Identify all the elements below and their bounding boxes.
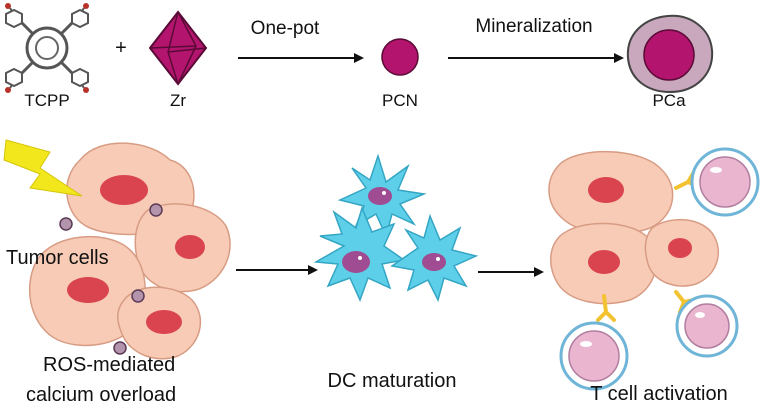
pca-particle-icon: [626, 14, 714, 94]
plus-sign: +: [115, 37, 127, 59]
pca-nanoparticle: [59, 217, 73, 231]
tumor-nucleus: [146, 310, 182, 334]
tumor-nucleus: [100, 175, 148, 205]
one-pot-label: One-pot: [251, 18, 320, 39]
t-cell: [690, 147, 760, 217]
pca-nanoparticle: [113, 341, 127, 355]
zr-label: Zr: [170, 91, 186, 110]
t-cell: [559, 321, 629, 391]
tumor-cells-label: Tumor cells: [6, 247, 109, 269]
pca-label: PCa: [652, 91, 686, 110]
tcpp-molecule-icon: [5, 3, 89, 93]
ros-label-line2: calcium overload: [26, 384, 176, 406]
tcell-activation-label: T cell activation: [590, 383, 727, 405]
pca-nanoparticle: [131, 289, 145, 303]
tcpp-label: TCPP: [24, 91, 69, 110]
lightning-icon: [3, 139, 83, 197]
dc-maturation-label: DC maturation: [328, 370, 457, 392]
tumor-nucleus: [175, 235, 205, 259]
tcell-activation-cluster: [548, 147, 760, 391]
pcn-label: PCN: [382, 91, 418, 110]
tumor-nucleus: [588, 250, 620, 274]
pca-nanoparticle: [149, 203, 163, 217]
zr-octahedron-icon: [148, 10, 208, 86]
tumor-cell-cluster: [28, 142, 231, 360]
tumor-nucleus: [67, 277, 109, 303]
tumor-nucleus: [588, 177, 624, 203]
dendritic-cells: [313, 153, 479, 303]
mineralization-label: Mineralization: [475, 16, 592, 37]
ros-label-line1: ROS-mediated: [43, 354, 175, 376]
tumor-nucleus: [668, 238, 692, 258]
pcn-particle-icon: [381, 38, 419, 76]
t-cell: [675, 294, 739, 358]
